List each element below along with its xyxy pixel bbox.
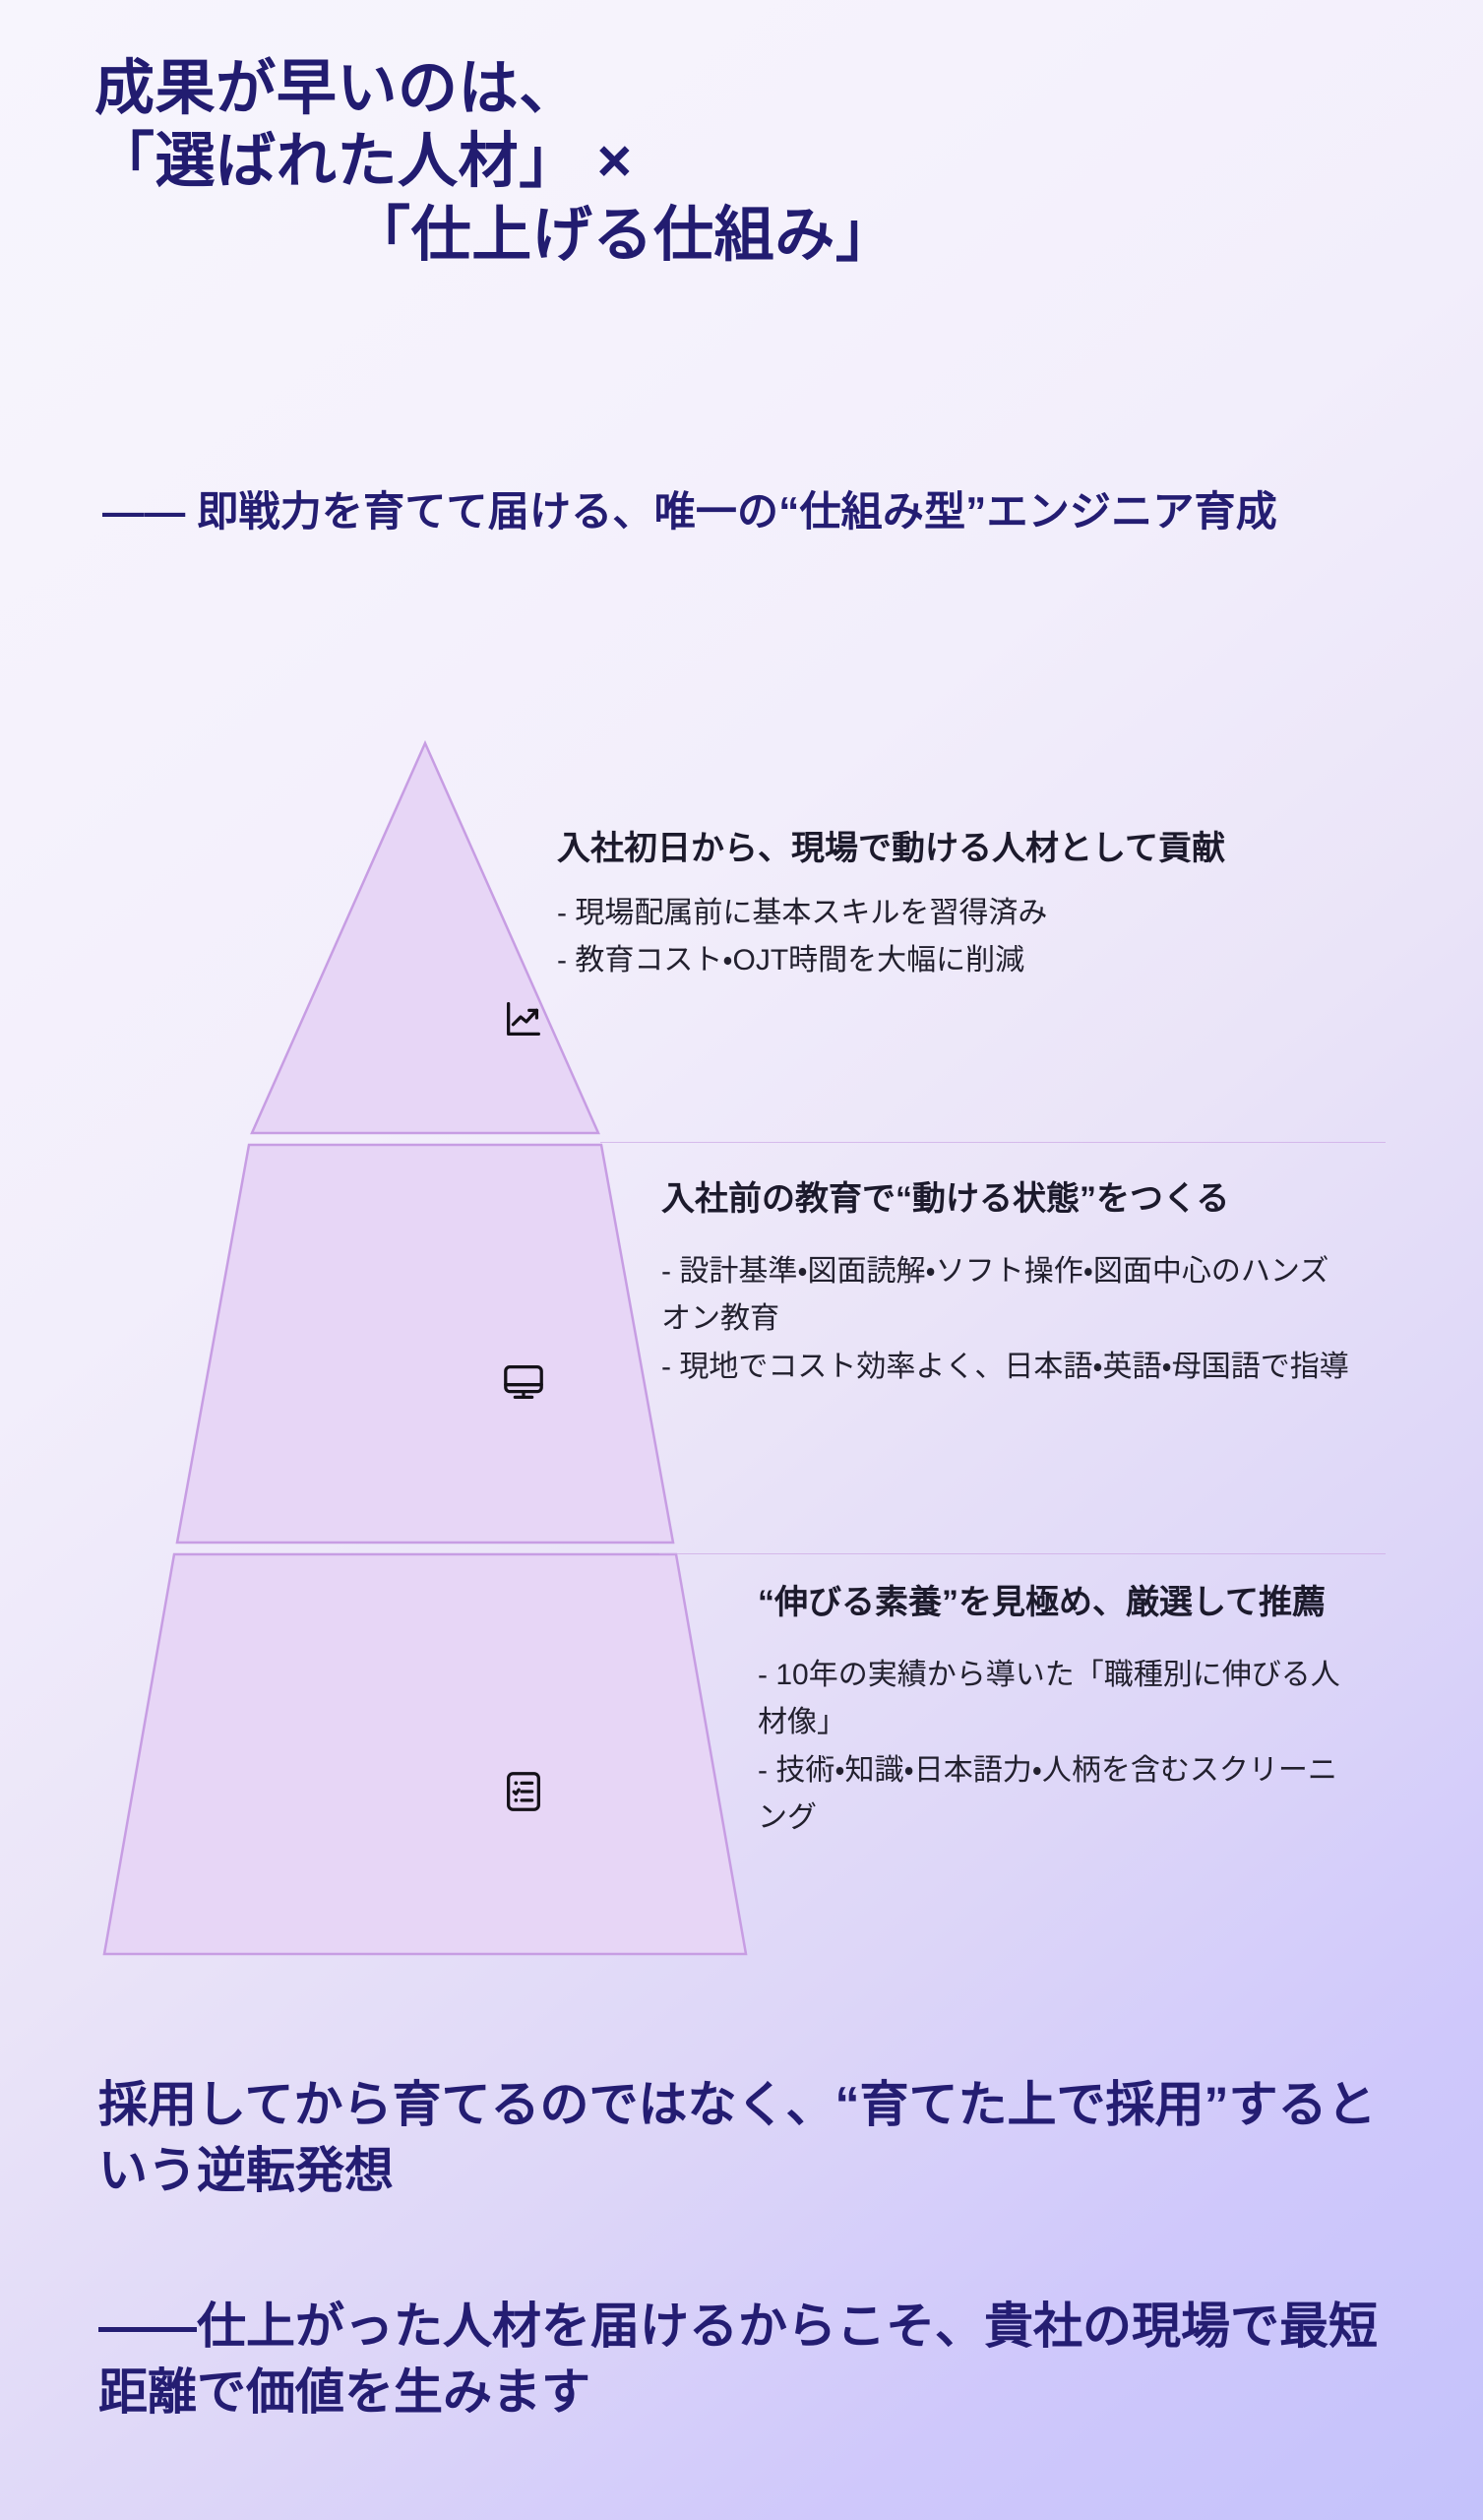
tier-1-title: 入社初日から、現場で動ける人材として貢献 [557, 830, 1225, 867]
pyramid-tier-3-text: “伸びる素養”を見極め、厳選して推薦 - 10年の実績から導いた「職種別に伸びる… [758, 1581, 1358, 1843]
tier-2-title: 入社前の教育で“動ける状態”をつくる [661, 1180, 1230, 1218]
tier-divider-1 [600, 1142, 1386, 1143]
conclusion-text: 採用してから育てるのではなく、“育てた上で採用”するという逆転発想 [98, 2077, 1377, 2198]
desktop-monitor-icon [501, 1359, 546, 1405]
pyramid-shape [98, 733, 753, 1964]
tier-2-bullet-2: - 現地でコスト効率よく、日本語・英語・母国語で指導 [661, 1350, 1349, 1383]
tier-3-title: “伸びる素養”を見極め、厳選して推薦 [758, 1584, 1326, 1621]
headline-line-2: 「選ばれた人材」 × [94, 127, 633, 195]
pyramid-tier-1-shape [250, 739, 600, 1135]
checklist-clipboard-icon [501, 1769, 546, 1814]
tier-3-bullet-2: - 技術・知識・日本語力・人柄を含むスクリーニング [758, 1753, 1337, 1835]
pyramid-tier-2-text: 入社前の教育で“動ける状態”をつくる - 設計基準・図面読解・ソフト操作・図面中… [661, 1177, 1350, 1391]
pyramid-diagram [0, 733, 1483, 1969]
pyramid-tier-2-shape [175, 1143, 675, 1544]
trending-up-chart-icon [501, 996, 546, 1041]
pyramid-tier-1-text: 入社初日から、現場で動ける人材として貢献 - 現場配属前に基本スキルを習得済み … [557, 827, 1344, 985]
tier-1-bullet-2: - 教育コスト・OJT時間を大幅に削減 [557, 944, 1025, 977]
tier-1-bullet-1: - 現場配属前に基本スキルを習得済み [557, 896, 1048, 929]
tier-2-bullet-1: - 設計基準・図面読解・ソフト操作・図面中心のハンズオン教育 [661, 1254, 1329, 1336]
page-subtitle: —— 即戦力を育てて届ける、唯一の“仕組み型”エンジニア育成 [102, 488, 1277, 535]
pyramid-tier-3-shape [102, 1552, 748, 1956]
closing-text: ——仕上がった人材を届けるからこそ、貴社の現場で最短距離で価値を生みます [98, 2299, 1378, 2420]
tier-divider-2 [659, 1553, 1386, 1554]
headline-line-1: 成果が早いのは、 [94, 54, 580, 121]
page-title: 成果が早いのは、 「選ばれた人材」 × 「仕上げる仕組み」 [94, 51, 1393, 271]
tier-3-bullet-1: - 10年の実績から導いた「職種別に伸びる人材像」 [758, 1658, 1340, 1739]
headline-line-3: 「仕上げる仕組み」 [350, 200, 896, 268]
